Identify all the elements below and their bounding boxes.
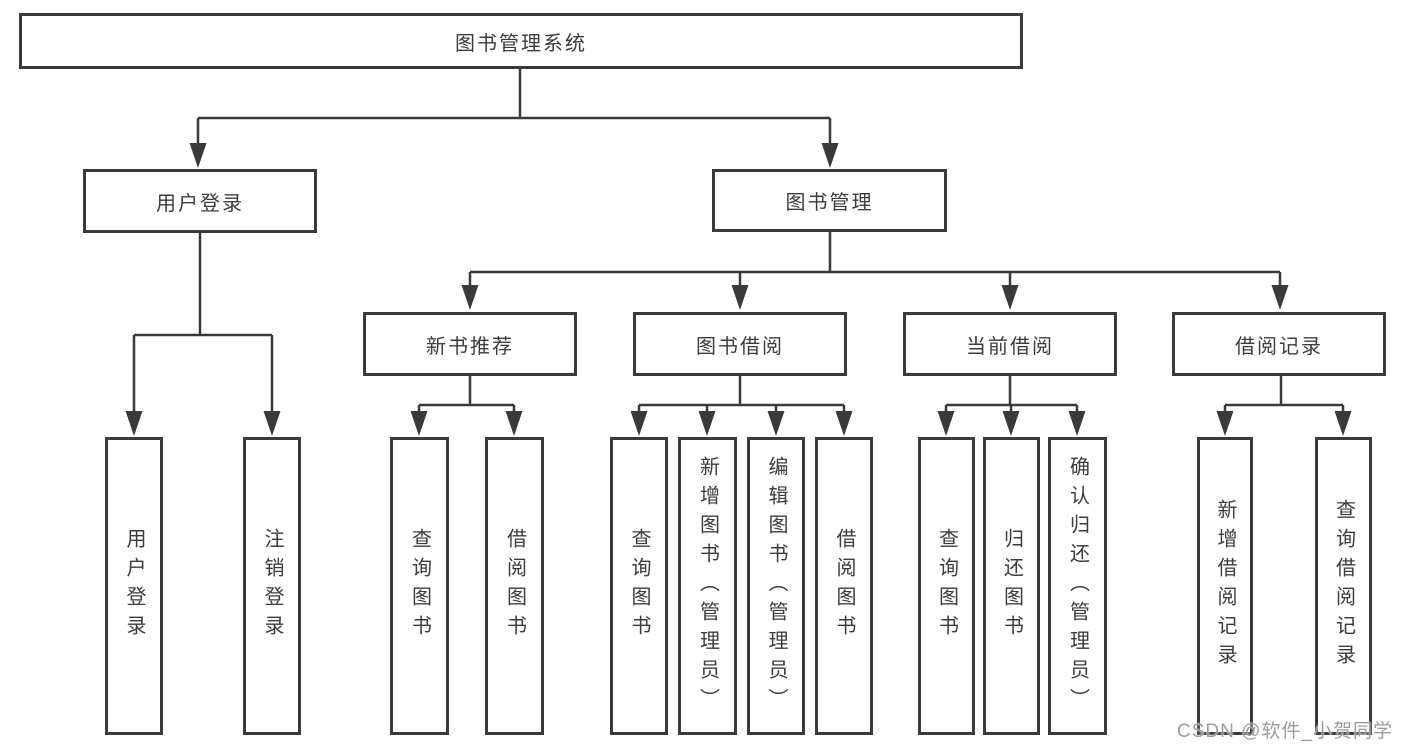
node-label: 归还图书 bbox=[1000, 528, 1023, 644]
node-book-borrowing: 图书借阅 bbox=[633, 312, 847, 376]
node-label: 图书管理 bbox=[785, 192, 874, 214]
node-label: 用户登录 bbox=[123, 528, 145, 644]
node-label: 查询借阅记录 bbox=[1332, 499, 1355, 673]
leaf-newrec-query-books: 查询图书 bbox=[390, 437, 449, 735]
leaf-borrowing-query-books: 查询图书 bbox=[610, 437, 668, 735]
node-label: 新增借阅记录 bbox=[1214, 499, 1236, 673]
leaf-current-query-books: 查询图书 bbox=[918, 437, 975, 735]
node-label: 新增图书（管理员） bbox=[696, 455, 719, 717]
node-user-login: 用户登录 bbox=[83, 169, 317, 233]
node-current-borrowing: 当前借阅 bbox=[903, 312, 1117, 376]
leaf-add-borrow-record: 新增借阅记录 bbox=[1197, 437, 1253, 735]
node-label: 借阅记录 bbox=[1235, 335, 1323, 358]
leaf-query-borrow-record: 查询借阅记录 bbox=[1315, 437, 1372, 735]
leaf-confirm-return-admin: 确认归还（管理员） bbox=[1048, 437, 1107, 735]
node-label: 查询图书 bbox=[628, 528, 650, 644]
node-label: 借阅图书 bbox=[503, 528, 526, 644]
leaf-edit-books-admin: 编辑图书（管理员） bbox=[747, 437, 805, 735]
node-label: 编辑图书（管理员） bbox=[765, 455, 787, 717]
leaf-return-books: 归还图书 bbox=[983, 437, 1040, 735]
leaf-logout: 注销登录 bbox=[243, 437, 301, 735]
node-label: 图书管理系统 bbox=[455, 32, 587, 55]
node-label: 图书借阅 bbox=[696, 335, 784, 358]
node-library-management-system: 图书管理系统 bbox=[19, 13, 1023, 69]
node-label: 新书推荐 bbox=[426, 335, 514, 358]
node-label: 用户登录 bbox=[156, 192, 244, 215]
node-label: 确认归还（管理员） bbox=[1066, 455, 1089, 717]
node-book-management: 图书管理 bbox=[712, 169, 947, 232]
leaf-newrec-borrow-books: 借阅图书 bbox=[485, 437, 544, 735]
node-label: 当前借阅 bbox=[966, 335, 1054, 358]
node-borrowing-records: 借阅记录 bbox=[1172, 312, 1386, 376]
node-label: 借阅图书 bbox=[833, 528, 855, 644]
node-label: 查询图书 bbox=[935, 528, 958, 644]
leaf-user-login: 用户登录 bbox=[105, 437, 163, 735]
node-label: 查询图书 bbox=[408, 528, 431, 644]
node-label: 注销登录 bbox=[261, 528, 283, 644]
node-new-book-recommendation: 新书推荐 bbox=[363, 312, 577, 376]
leaf-add-books-admin: 新增图书（管理员） bbox=[678, 437, 737, 735]
leaf-borrowing-borrow-books: 借阅图书 bbox=[815, 437, 873, 735]
watermark-text: CSDN @软件_小贺同学 bbox=[1177, 721, 1393, 742]
